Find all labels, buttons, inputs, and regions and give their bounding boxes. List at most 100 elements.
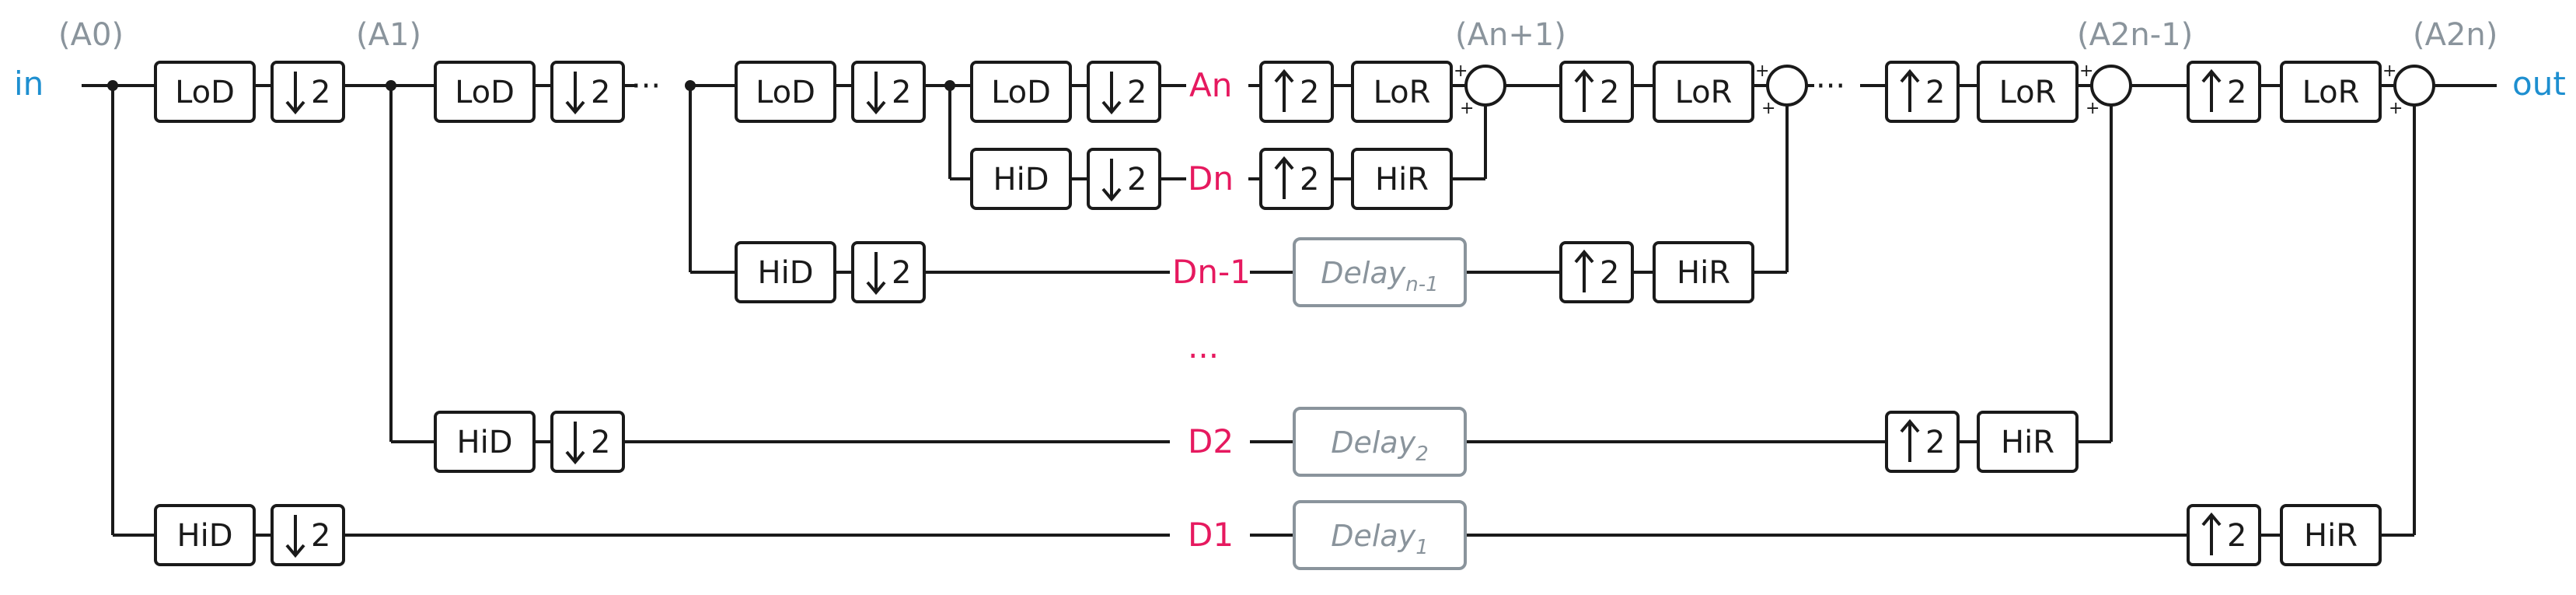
node-label-an1: (An+1) bbox=[1455, 17, 1566, 53]
up-arrow-icon bbox=[1900, 68, 1920, 112]
summing-junctions: + + + + + + + + bbox=[1454, 61, 2435, 118]
ellipses: ··· ··· bbox=[631, 68, 1845, 104]
summing-junction-icon bbox=[2393, 65, 2435, 107]
lod-block bbox=[154, 61, 256, 123]
hid-block bbox=[970, 148, 1072, 210]
svg-text:Delay2: Delay2 bbox=[1331, 425, 1429, 466]
lor-block bbox=[1351, 61, 1453, 123]
upsample-block: 2 bbox=[1559, 241, 1634, 303]
up-arrow-icon bbox=[2201, 512, 2222, 555]
delay-block-n-1 bbox=[1293, 237, 1467, 307]
svg-text:2: 2 bbox=[1600, 75, 1619, 110]
junction-dot bbox=[107, 80, 118, 91]
delay-blocks: Delayn-1 Delay2 Delay1 bbox=[1293, 237, 1467, 570]
signal-label-an: An bbox=[1189, 66, 1232, 104]
upsample-blocks: 2 2 2 2 2 2 2 bbox=[1259, 61, 2261, 566]
svg-text:2: 2 bbox=[1127, 162, 1147, 198]
hir-block bbox=[1351, 148, 1453, 210]
upsample-block: 2 bbox=[2187, 504, 2261, 566]
svg-text:LoR: LoR bbox=[1675, 75, 1733, 110]
svg-text:2: 2 bbox=[1925, 75, 1945, 110]
signal-label-dn: Dn bbox=[1188, 159, 1234, 198]
downsample-blocks: 2 2 2 2 2 2 2 bbox=[271, 61, 1161, 566]
svg-text:LoD: LoD bbox=[991, 75, 1051, 110]
svg-text:2: 2 bbox=[1925, 425, 1945, 460]
hir-block bbox=[1977, 411, 2079, 473]
up-arrow-icon bbox=[1274, 156, 1294, 199]
signal-labels: An Dn Dn-1 ... D2 D1 bbox=[1172, 66, 1251, 554]
sum-sign: + bbox=[2382, 61, 2396, 81]
wires bbox=[82, 84, 2497, 537]
upsample-block: 2 bbox=[1259, 61, 1334, 123]
sum-sign: + bbox=[1761, 99, 1775, 118]
summing-junction-icon bbox=[1464, 65, 1506, 107]
hid-block bbox=[434, 411, 536, 473]
hir-block bbox=[1653, 241, 1754, 303]
svg-text:Delayn-1: Delayn-1 bbox=[1321, 256, 1438, 296]
sum-sign: + bbox=[2079, 61, 2093, 81]
hid-blocks: HiD HiD HiD HiD bbox=[154, 148, 1072, 566]
downsample-block: 2 bbox=[1087, 61, 1161, 123]
node-label-a2n1: (A2n-1) bbox=[2077, 17, 2193, 53]
upsample-block: 2 bbox=[2187, 61, 2261, 123]
down-arrow-icon bbox=[1101, 72, 1122, 115]
lor-block bbox=[2280, 61, 2382, 123]
junction-dot bbox=[685, 80, 696, 91]
svg-text:LoD: LoD bbox=[756, 75, 815, 110]
svg-text:2: 2 bbox=[2227, 518, 2246, 554]
upsample-block: 2 bbox=[1885, 411, 1960, 473]
hir-blocks: HiR HiR HiR HiR bbox=[1351, 148, 2382, 566]
down-arrow-icon bbox=[565, 422, 585, 465]
up-arrow-icon bbox=[1900, 418, 1920, 462]
up-arrow-icon bbox=[2201, 68, 2222, 112]
lor-block bbox=[1653, 61, 1754, 123]
svg-text:HiR: HiR bbox=[1375, 162, 1429, 198]
svg-text:LoD: LoD bbox=[175, 75, 235, 110]
ellipsis: ··· bbox=[1816, 68, 1845, 104]
downsample-block: 2 bbox=[550, 61, 625, 123]
svg-text:LoR: LoR bbox=[1374, 75, 1431, 110]
node-label-a2n: (A2n) bbox=[2413, 17, 2497, 53]
sum-sign: + bbox=[2086, 99, 2100, 118]
svg-text:2: 2 bbox=[591, 425, 610, 460]
hir-block bbox=[2280, 504, 2382, 566]
node-label-a0: (A0) bbox=[58, 17, 124, 53]
output-label: out bbox=[2512, 65, 2566, 103]
svg-text:2: 2 bbox=[892, 255, 911, 291]
junction-dot bbox=[944, 80, 955, 91]
svg-text:HiD: HiD bbox=[177, 518, 233, 554]
svg-text:HiR: HiR bbox=[2001, 425, 2054, 460]
delay-block-1 bbox=[1293, 500, 1467, 570]
svg-text:HiD: HiD bbox=[993, 162, 1049, 198]
sum-sign: + bbox=[2389, 99, 2403, 118]
ellipsis: ··· bbox=[631, 68, 661, 104]
junction-dots bbox=[107, 80, 955, 91]
signal-label-dots: ... bbox=[1188, 327, 1219, 366]
down-arrow-icon bbox=[1101, 159, 1122, 202]
upsample-block: 2 bbox=[1259, 148, 1334, 210]
sum-sign: + bbox=[1755, 61, 1769, 81]
upsample-block: 2 bbox=[1559, 61, 1634, 123]
downsample-block: 2 bbox=[271, 504, 345, 566]
svg-text:LoD: LoD bbox=[455, 75, 515, 110]
upsample-block: 2 bbox=[1885, 61, 1960, 123]
up-arrow-icon bbox=[1274, 68, 1294, 112]
svg-text:2: 2 bbox=[1300, 75, 1319, 110]
downsample-block: 2 bbox=[851, 61, 926, 123]
svg-text:HiR: HiR bbox=[1677, 255, 1730, 291]
down-arrow-icon bbox=[866, 72, 886, 115]
up-arrow-icon bbox=[1574, 249, 1594, 292]
svg-text:2: 2 bbox=[892, 75, 911, 110]
svg-text:2: 2 bbox=[591, 75, 610, 110]
input-label: in bbox=[14, 65, 44, 103]
summing-junction-icon bbox=[2090, 65, 2132, 107]
node-labels: (A0) (A1) (An+1) (A2n-1) (A2n) bbox=[58, 17, 2497, 53]
downsample-block: 2 bbox=[271, 61, 345, 123]
svg-text:HiD: HiD bbox=[457, 425, 513, 460]
svg-text:LoR: LoR bbox=[1999, 75, 2057, 110]
svg-text:2: 2 bbox=[1600, 255, 1619, 291]
svg-text:Delay1: Delay1 bbox=[1331, 519, 1429, 559]
down-arrow-icon bbox=[285, 515, 305, 558]
lod-block bbox=[970, 61, 1072, 123]
